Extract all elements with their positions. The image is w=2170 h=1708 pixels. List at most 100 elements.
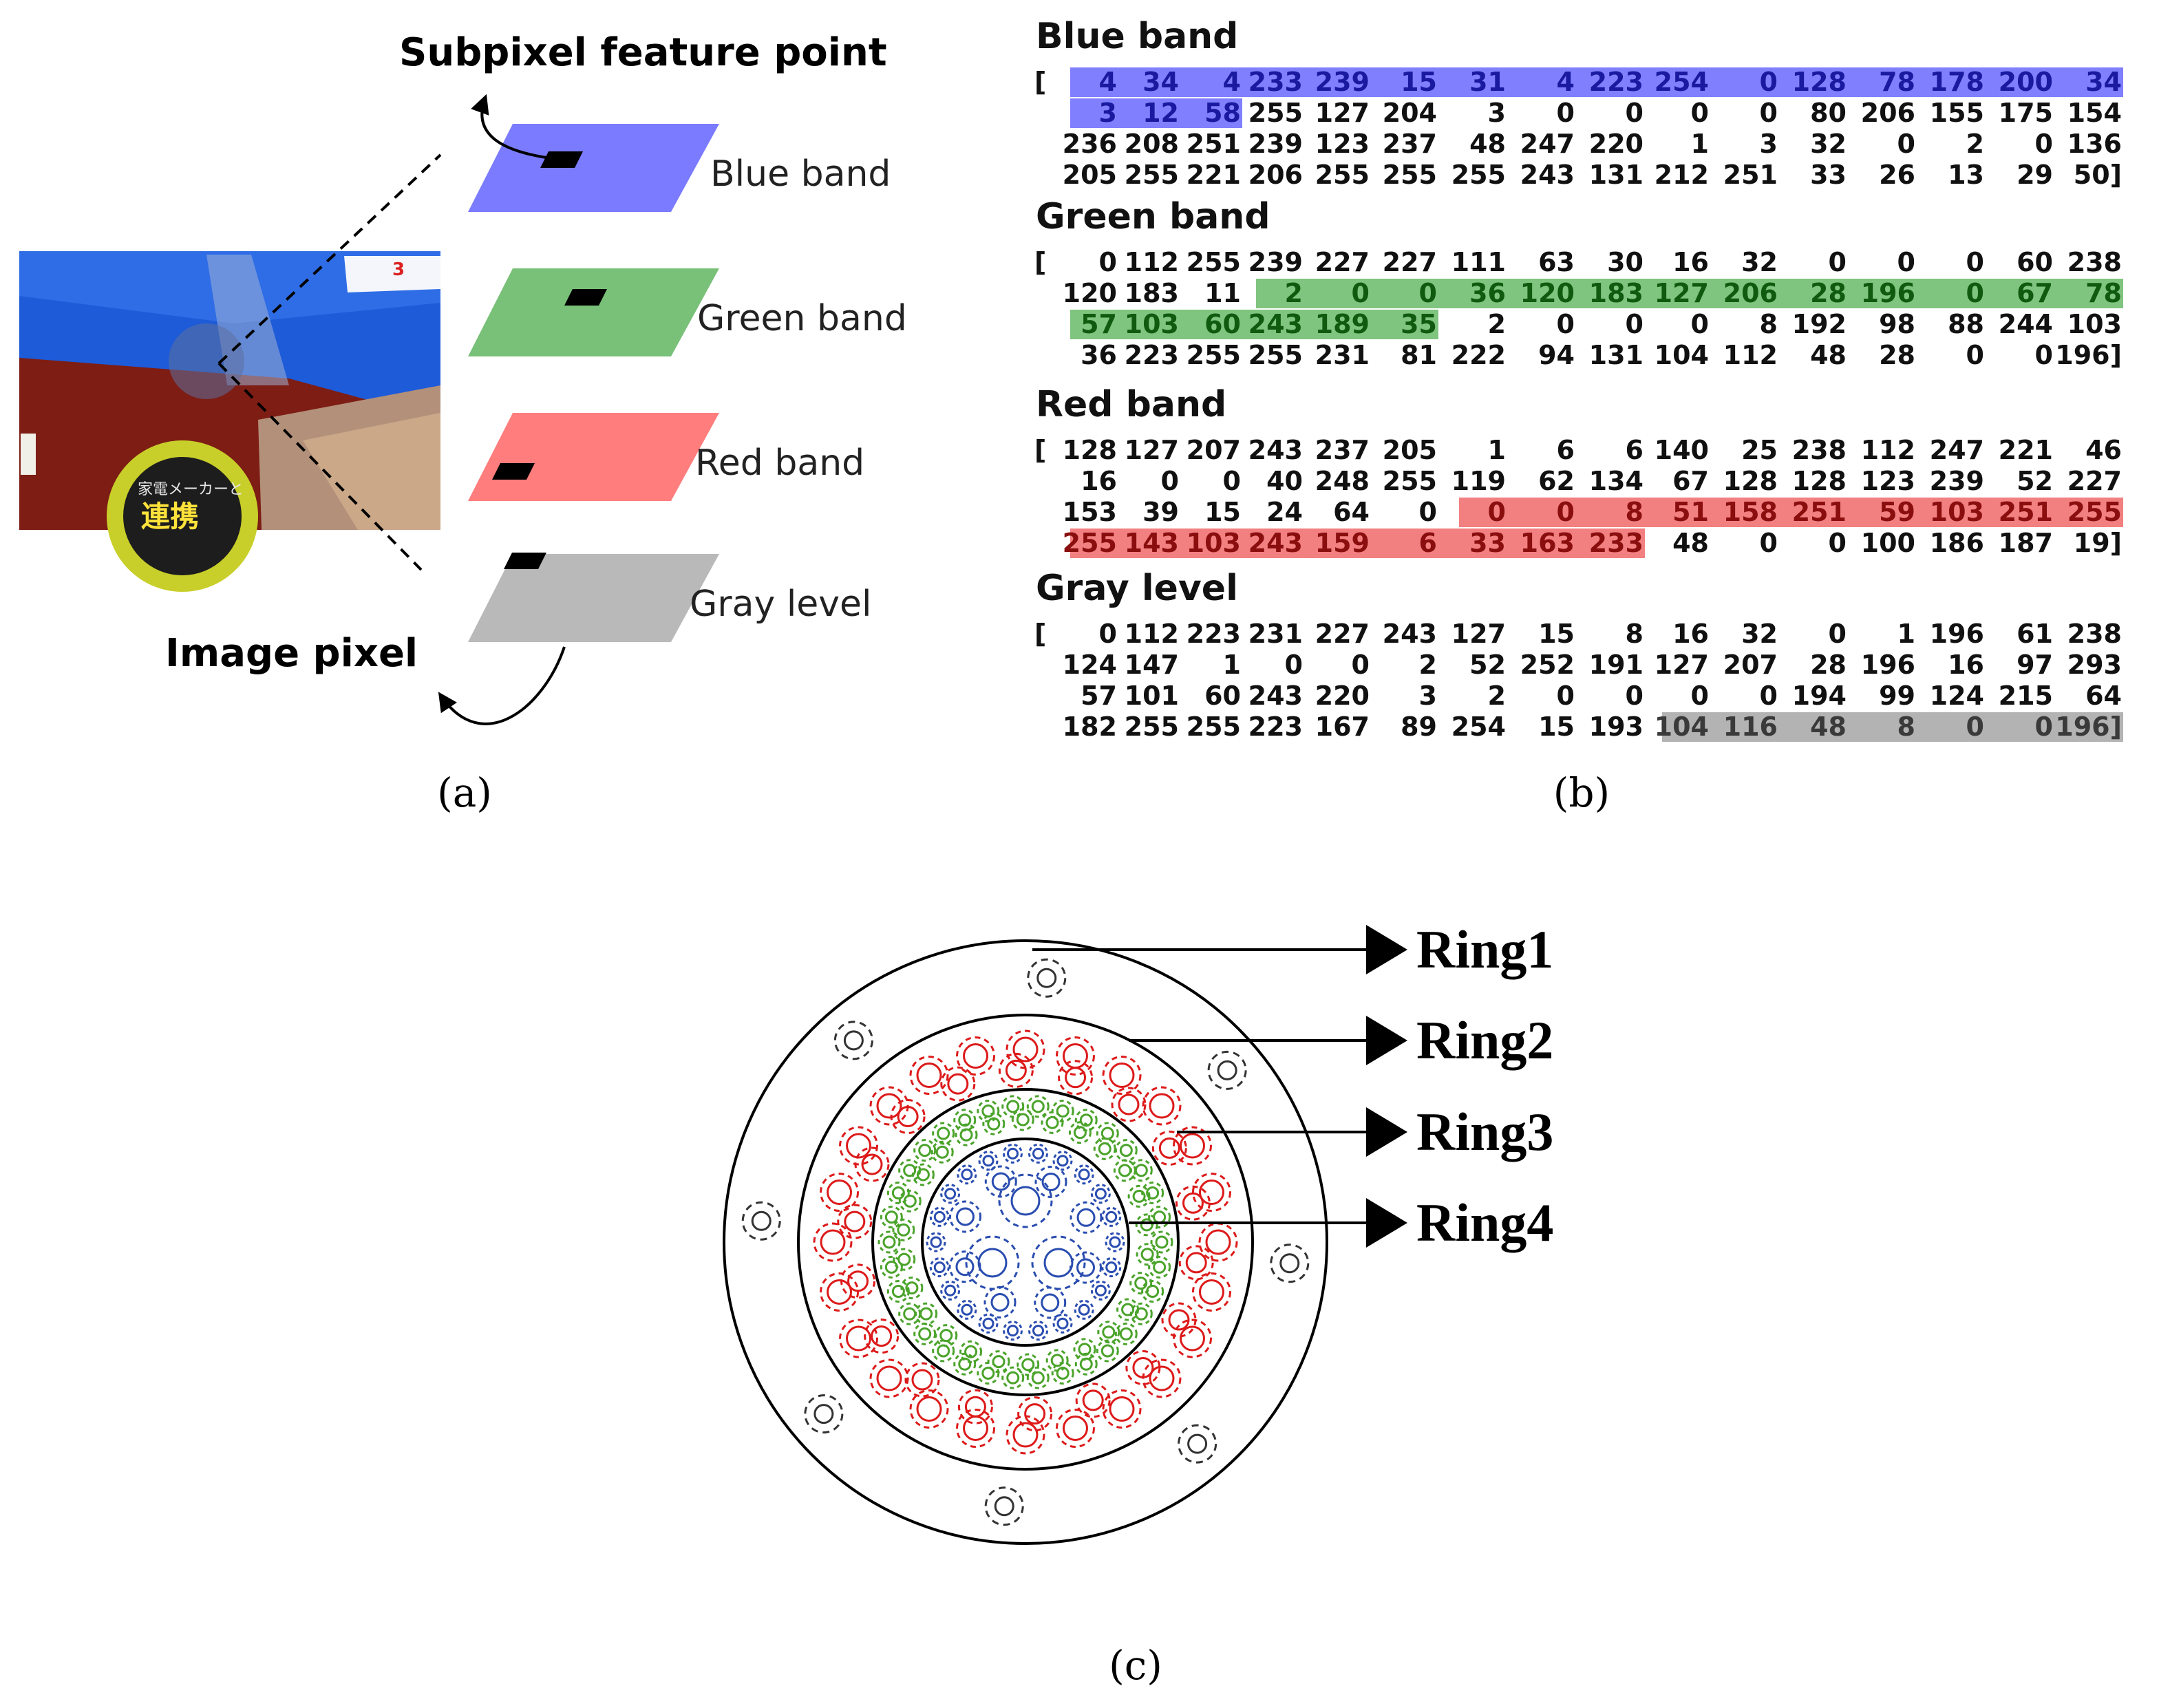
ring4-sample-halo — [1002, 1143, 1023, 1164]
photo-box-corner: 家電メーカーと 連携 3 — [19, 251, 440, 592]
ring3-sample — [1134, 1277, 1148, 1290]
matrix-cell: 32 — [1810, 129, 1847, 159]
matrix-cell: 57 — [1081, 681, 1117, 711]
ring4-sample-halo — [1074, 1164, 1094, 1185]
band-title: Blue band — [1036, 16, 1238, 57]
ring2-sample-halo — [1151, 1130, 1187, 1166]
ring2-sample-halo — [956, 1408, 996, 1448]
matrix-cell: 0 — [1897, 247, 1915, 277]
matrix-cell: 227 — [1315, 247, 1370, 277]
ring4-sample — [1109, 1236, 1121, 1248]
matrix-cell: 0 — [1557, 681, 1575, 711]
ring2-sample — [871, 1325, 893, 1347]
matrix-cell: 136 — [2067, 129, 2122, 159]
ring2-sample — [947, 1073, 969, 1095]
matrix-cell: 3 — [1760, 129, 1778, 159]
ring4-sample-halo — [978, 1313, 999, 1334]
ring3-sample-halo — [1097, 1321, 1120, 1344]
matrix-cell: 112 — [1125, 619, 1179, 649]
matrix-cell: 255 — [1187, 247, 1241, 277]
ring2-sample — [827, 1179, 853, 1206]
matrix-cell: 194 — [1792, 681, 1847, 711]
ring1-sample-halo — [984, 1486, 1024, 1526]
matrix-cell: 124 — [1930, 681, 1984, 711]
ring3-sample-halo — [1096, 1122, 1119, 1145]
matrix-cell: 204 — [1383, 98, 1437, 128]
ring3-sample — [1100, 1344, 1114, 1358]
ring2-sample-halo — [813, 1222, 853, 1262]
matrix-cell: 0 — [1557, 497, 1575, 527]
ring3-sample — [1056, 1104, 1070, 1118]
ring4-sample — [990, 1293, 1010, 1312]
ring4-sample — [933, 1210, 946, 1223]
ring-pointer-arrowhead — [1366, 1107, 1407, 1157]
matrix-cell: 127 — [1315, 98, 1370, 128]
matrix-cell: 233 — [1248, 67, 1303, 97]
ring4-sample — [930, 1236, 942, 1248]
matrix-cell: 50] — [2074, 160, 2122, 190]
ring4-sample-halo — [1052, 1151, 1073, 1171]
ring1-sample — [1187, 1433, 1208, 1454]
ring2-sample-halo — [839, 1319, 879, 1358]
ring3-sample — [992, 1355, 1006, 1369]
ring1-sample-halo — [741, 1201, 781, 1241]
matrix-cell: 34 — [2085, 67, 2122, 97]
ring3-sample — [1006, 1100, 1020, 1113]
matrix-cell: 103 — [1125, 309, 1179, 339]
matrix-cell: 0 — [1829, 619, 1847, 649]
ring3-sample-halo — [1148, 1255, 1171, 1279]
ring2-sample-halo — [1125, 1349, 1161, 1385]
matrix-cell: 255 — [2067, 497, 2122, 527]
matrix-cell: 123 — [1861, 466, 1915, 496]
ring2-sample-halo — [820, 1173, 860, 1213]
matrix-cell: 11 — [1204, 278, 1241, 308]
ring4-sample — [1006, 1147, 1019, 1160]
matrix-cell: 222 — [1451, 340, 1506, 370]
caption-c: (c) — [1109, 1642, 1162, 1689]
ring2-sample-halo — [940, 1066, 976, 1102]
matrix-cell: 116 — [1723, 712, 1778, 742]
matrix-cell: 63 — [1538, 247, 1575, 277]
matrix-cell: 48 — [1810, 340, 1847, 370]
matrix-cell: 60 — [2017, 247, 2053, 277]
ring3-sample — [1119, 1327, 1133, 1341]
ring3-sample-halo — [898, 1159, 922, 1182]
matrix-cell: 127 — [1655, 650, 1709, 680]
ring3-sample — [981, 1104, 995, 1118]
ring2-sample — [844, 1210, 866, 1232]
ring2-sample — [846, 1133, 872, 1159]
pixel-marker — [564, 289, 607, 306]
matrix-cell: 243 — [1383, 619, 1437, 649]
ring3-sample-halo — [1096, 1339, 1119, 1363]
ring-label: Ring4 — [1416, 1193, 1553, 1252]
ring4-sample-halo — [940, 1184, 961, 1204]
matrix-cell: 255 — [1383, 160, 1437, 190]
matrix-cell: 33 — [1469, 528, 1506, 558]
matrix-cell: 0 — [1691, 681, 1709, 711]
matrix-cell: 35 — [1401, 309, 1437, 339]
ring4-sample — [1006, 1325, 1019, 1337]
matrix-cell: 0 — [1897, 129, 1915, 159]
matrix-cell: 255 — [1451, 160, 1506, 190]
matrix-cell: 293 — [2067, 650, 2122, 680]
ring3-sample — [919, 1307, 933, 1321]
matrix-cell: 255 — [1063, 528, 1117, 558]
matrix-cell: 0 — [1966, 247, 1984, 277]
matrix-cell: 32 — [1741, 247, 1778, 277]
matrix-cell: 64 — [1333, 497, 1370, 527]
matrix-cell: 189 — [1315, 309, 1370, 339]
matrix-cell: 67 — [2017, 278, 2053, 308]
matrix-cell: 227 — [1383, 247, 1437, 277]
matrix-cell: 0 — [1966, 340, 1984, 370]
ring3-sample-halo — [1068, 1121, 1092, 1144]
matrix-cell: 186 — [1930, 528, 1984, 558]
ring3-sample — [981, 1366, 995, 1380]
ring3-sample-halo — [892, 1218, 915, 1241]
matrix-cell: 112 — [1125, 247, 1179, 277]
matrix-cell: 223 — [1589, 67, 1644, 97]
ring4-sample-halo — [957, 1164, 977, 1185]
ring3-sample-halo — [915, 1302, 938, 1325]
ring4-sample-halo — [1101, 1206, 1122, 1227]
ring2-sample — [1205, 1229, 1231, 1255]
